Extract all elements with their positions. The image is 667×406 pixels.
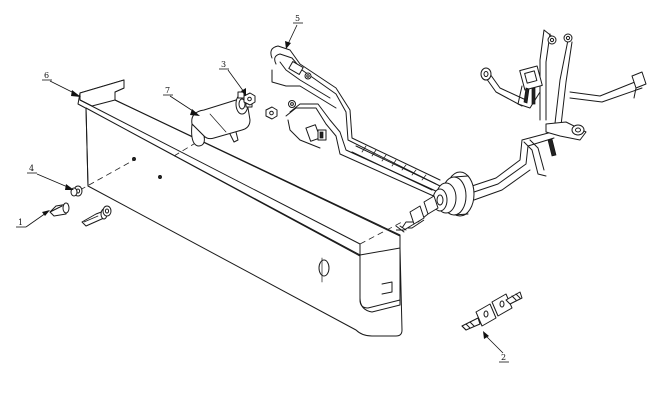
wiring-harness-part-5	[270, 29, 647, 201]
callout-label: 6	[44, 71, 49, 80]
callout-4: 4	[27, 164, 74, 190]
callout-7: 7	[163, 86, 200, 116]
callout-label: 7	[165, 86, 170, 95]
callout-label: 1	[18, 218, 23, 227]
callout-label: 2	[501, 353, 506, 362]
key-set-part-2	[461, 291, 523, 331]
callout-2: 2	[483, 331, 509, 363]
nut-part-3	[243, 92, 278, 120]
key-switch-assembly	[395, 171, 475, 233]
callout-label: 3	[221, 60, 226, 69]
callout-3: 3	[219, 60, 246, 96]
callout-label: 4	[29, 164, 34, 173]
callout-1: 1	[16, 210, 50, 228]
callout-5: 5	[285, 14, 303, 49]
washer-nut-part-4	[70, 185, 112, 217]
callout-label: 5	[295, 14, 300, 23]
mounting-bracket-panel	[77, 79, 403, 337]
screw-part-1	[49, 202, 70, 217]
relay-solenoid-part-7	[191, 91, 253, 147]
callout-6: 6	[42, 71, 81, 97]
